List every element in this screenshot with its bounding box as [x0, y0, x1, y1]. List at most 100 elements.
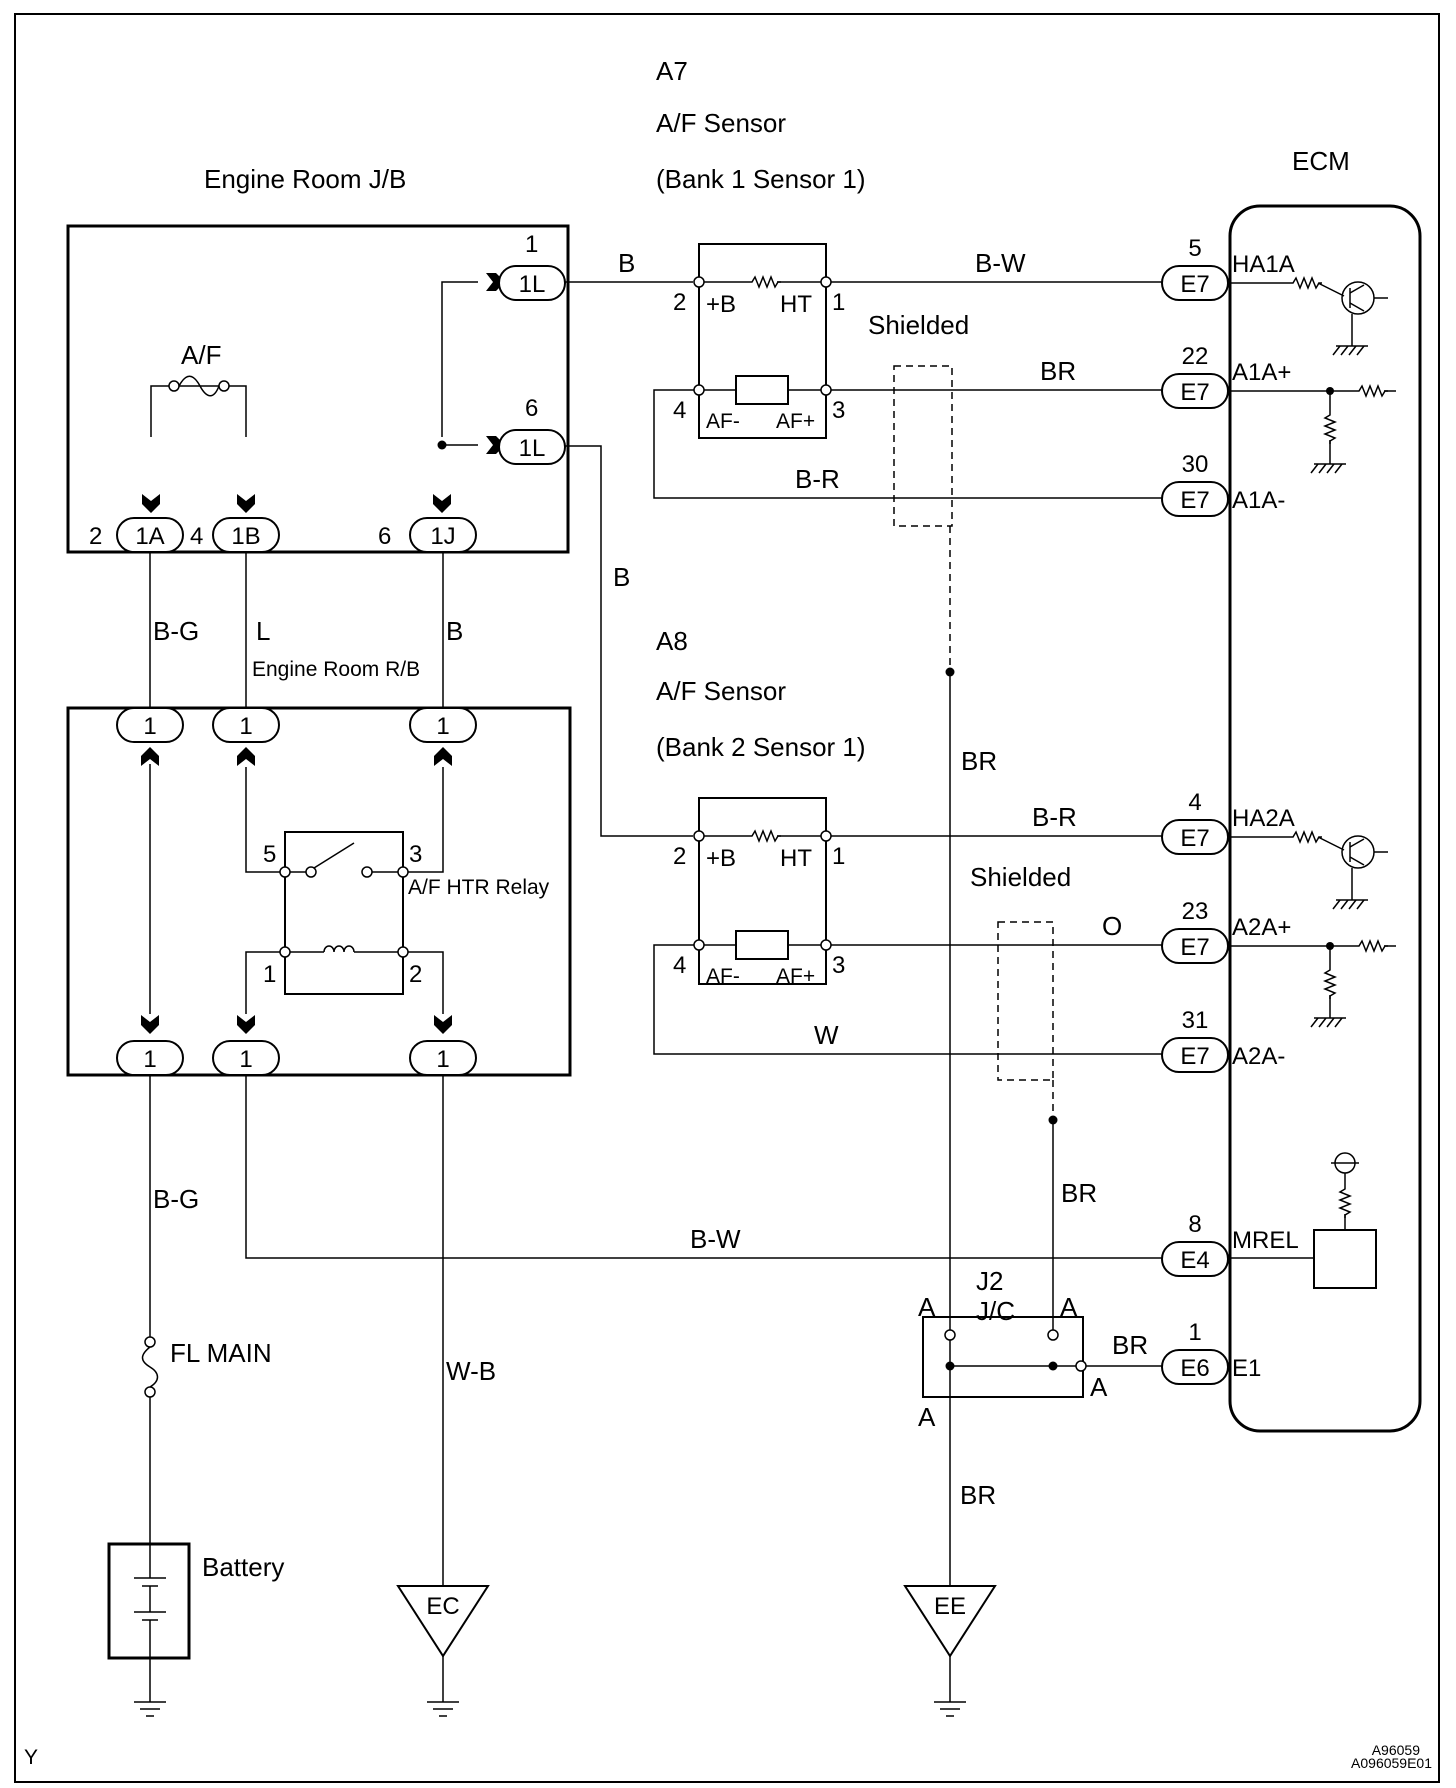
a7-sensor: 2 +B HT 1 4 AF- AF+ 3 — [673, 243, 845, 439]
relay-coil-icon — [279, 945, 409, 958]
wire-label-b: B — [446, 616, 463, 646]
junction-dot — [945, 1361, 955, 1371]
a7-position: (Bank 1 Sensor 1) — [656, 164, 866, 194]
wire-label-br: BR — [960, 1480, 996, 1510]
wire-label-br: BR — [961, 746, 997, 776]
connector-id: E4 — [1180, 1247, 1209, 1274]
a7-pin-2: 2 — [673, 289, 686, 316]
relay-switch-icon — [279, 842, 409, 878]
connector-1a-label: 1A — [135, 523, 164, 550]
af-fuse-icon — [168, 375, 230, 397]
wire-label-b: B — [613, 562, 630, 592]
connector-1l-top — [498, 265, 566, 301]
rb-pin-label: 1 — [239, 1046, 252, 1073]
rb-connector — [116, 707, 184, 743]
resistor-icon — [1324, 411, 1336, 445]
junction-dot — [437, 440, 447, 450]
transistor-icon — [1228, 277, 1388, 356]
ecm-connector-ha1a: E7 5 HA1A — [1161, 235, 1295, 301]
terminal-name: HA1A — [1232, 251, 1295, 278]
resistor-icon — [1339, 1185, 1351, 1219]
jc-pin-a: A — [918, 1402, 936, 1432]
a7-afp-label: AF+ — [776, 410, 815, 433]
resistor-icon — [1355, 940, 1389, 952]
resistor-icon — [1324, 966, 1336, 1000]
pin-1: 1 — [525, 231, 538, 258]
arrow-icon — [434, 747, 452, 766]
af-htr-relay — [284, 831, 404, 995]
ecm-connector-mrel: E4 8 MREL — [1161, 1211, 1299, 1277]
rb-title: Engine Room R/B — [252, 658, 420, 681]
ground-icon — [133, 1701, 167, 1717]
a7-ref: A7 — [656, 56, 688, 86]
terminal-name: A2A+ — [1232, 914, 1291, 941]
relay-title: A/F HTR Relay — [408, 876, 550, 899]
wire-label-br: BR — [1112, 1330, 1148, 1360]
bias-network-icon — [1228, 940, 1396, 1028]
a7-pin-4: 4 — [673, 397, 686, 424]
relay-pin-5: 5 — [263, 841, 276, 868]
jc-label: J/C — [976, 1296, 1015, 1326]
a8-afm-label: AF- — [706, 965, 740, 988]
wire-label-w: W — [814, 1020, 839, 1050]
ecm-connector-a1a-minus: E7 30 A1A- — [1161, 451, 1285, 517]
connector-id: E6 — [1180, 1355, 1209, 1382]
pin-6: 6 — [378, 523, 391, 550]
sensor-element — [735, 375, 789, 405]
pin-6: 6 — [525, 395, 538, 422]
arrow-icon — [237, 1015, 255, 1034]
engine-room-jb: A/F 1A 2 1B 4 1J 6 1L 1 1L 6 — [66, 224, 570, 554]
jc-pin-a: A — [1060, 1292, 1078, 1322]
pin-number: 22 — [1182, 343, 1209, 370]
a8-afp-label: AF+ — [776, 965, 815, 988]
relay-pin-3: 3 — [409, 841, 422, 868]
mrel-driver-icon — [1228, 1152, 1377, 1289]
relay-pin-2: 2 — [409, 961, 422, 988]
shield-2 — [997, 921, 1054, 1081]
pin-number: 23 — [1182, 898, 1209, 925]
connector-id: E7 — [1180, 379, 1209, 406]
arrow-icon — [142, 494, 160, 513]
junction-connector-j2 — [922, 1316, 1087, 1398]
sensor-element — [735, 930, 789, 960]
ground-icon — [1310, 1017, 1347, 1028]
a8-pin-3: 3 — [832, 952, 845, 979]
terminal-name: HA2A — [1232, 805, 1295, 832]
ground-icon — [426, 1701, 460, 1717]
arrow-icon — [434, 1015, 452, 1034]
ground-icon — [1332, 345, 1369, 356]
rb-pin-label: 1 — [239, 713, 252, 740]
resistor-icon — [748, 830, 782, 842]
ecm-box — [1228, 204, 1422, 1433]
wire-label-br: BR — [1061, 1178, 1097, 1208]
a7-title: A/F Sensor — [656, 108, 786, 138]
wire-label-b-w: B-W — [975, 248, 1026, 278]
shielded-label-2: Shielded — [970, 862, 1071, 892]
resistor-icon — [1289, 277, 1323, 289]
ecm-title: ECM — [1292, 146, 1350, 176]
jc-ref: J2 — [976, 1266, 1003, 1296]
a7-b-label: +B — [706, 291, 736, 318]
junction-dot — [1048, 1361, 1058, 1371]
af-fuse-label: A/F — [181, 340, 221, 370]
pin-2: 2 — [89, 523, 102, 550]
arrow-icon — [237, 494, 255, 513]
pin-number: 5 — [1188, 235, 1201, 262]
bias-network-icon — [1228, 385, 1396, 474]
terminal-name: A1A+ — [1232, 359, 1291, 386]
ecm-connector-a2a-plus: E7 23 A2A+ — [1161, 898, 1291, 964]
page-border — [14, 13, 1440, 1783]
connector-1b-label: 1B — [231, 523, 260, 550]
ground-ee-label: EE — [934, 1593, 966, 1620]
ground-ec — [396, 1585, 490, 1658]
relay-pin-1: 1 — [263, 961, 276, 988]
wire-label-b: B — [618, 248, 635, 278]
jc-pin-a: A — [1090, 1372, 1108, 1402]
wire-label-b-g: B-G — [153, 616, 199, 646]
arrow-icon — [141, 747, 159, 766]
connector-id: E7 — [1180, 825, 1209, 852]
shielded-label-1: Shielded — [868, 310, 969, 340]
a7-ht-label: HT — [780, 291, 812, 318]
arrow-icon — [237, 747, 255, 766]
wire-label-b-w: B-W — [690, 1224, 741, 1254]
